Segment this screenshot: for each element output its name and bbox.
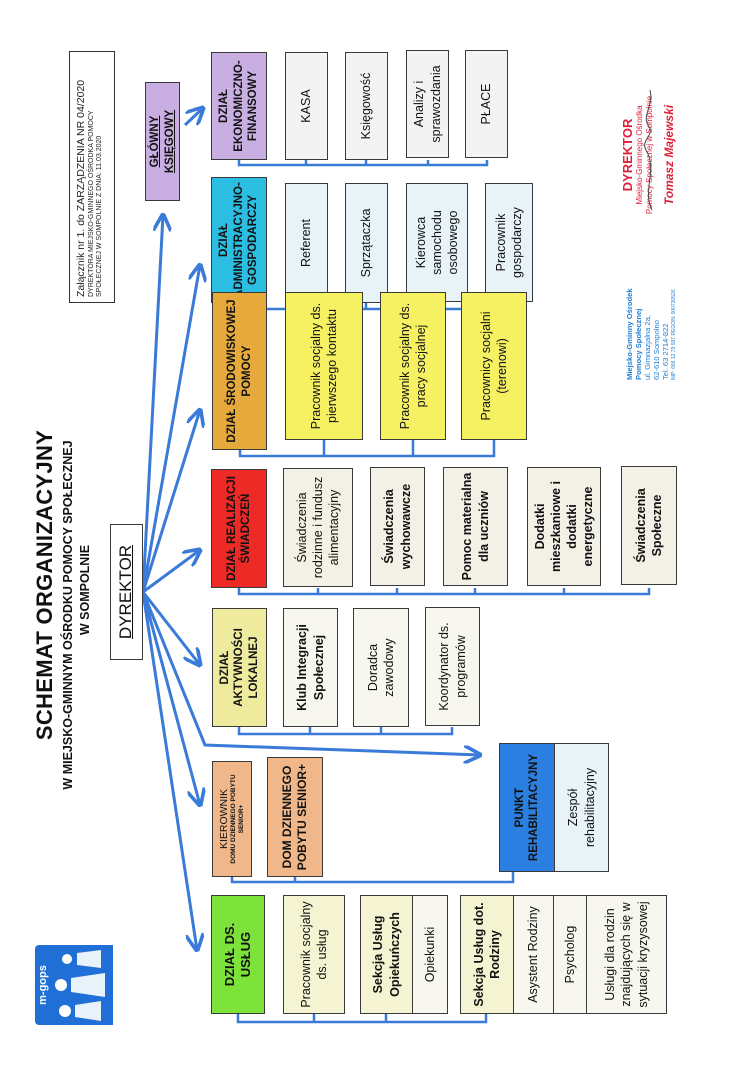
arrow-services [141, 591, 197, 950]
unit-first-contact[interactable]: Pracownik socjalny ds. pierwszego kontak… [285, 292, 363, 440]
chief-accountant-box[interactable]: GŁÓWNY KSIĘGOWY [145, 82, 180, 201]
arrow-administrative [141, 265, 200, 593]
annex-line: Załącznik nr 1. do ZARZĄDZENIA NR 04/202… [75, 79, 87, 297]
chief-accountant-label: GŁÓWNY KSIĘGOWY [149, 109, 176, 174]
senior-manager-title: KIEROWNIK [218, 788, 230, 850]
family-figures-icon [51, 945, 113, 1025]
care-section[interactable]: Sekcja Usług Opiekuńczych [360, 895, 413, 1014]
unit-accounting[interactable]: Księgowość [345, 52, 388, 160]
director-box[interactable]: DYREKTOR [110, 524, 143, 660]
unit-childcare-benefits[interactable]: Świadczenia wychowawcze [370, 467, 425, 586]
unit-payroll[interactable]: PŁACE [465, 50, 508, 158]
logo-text: m-gops [35, 945, 51, 1025]
annex-line: DYREKTORA MIEJSKO-GMINNEGO OŚRODKA POMOC… [87, 110, 95, 297]
page-subtitle: W MIEJSKO-GMINNYM OŚRODKU POMOCY SPOŁECZ… [61, 440, 75, 790]
dept-economic[interactable]: DZIAŁ EKONOMICZNO-FINANSOWY [211, 52, 267, 160]
stamp-name: Tomasz Majewski [662, 104, 677, 206]
page-title: SCHEMAT ORGANIZACYJNY [32, 429, 57, 741]
unit-analyses[interactable]: Analizy i sprawozdania [406, 50, 449, 158]
family-section[interactable]: Sekcja Usług dot. Rodziny [460, 895, 514, 1014]
director-signature-stamp: DYREKTOR Miejsko-Gminnego Ośrodka Pomocy… [620, 80, 702, 230]
arrow-local [141, 591, 200, 665]
dept-benefits[interactable]: DZIAŁ REALIZACJI ŚWIADCZEŃ [211, 469, 267, 588]
mgops-logo: m-gops [35, 945, 113, 1025]
unit-social-work[interactable]: Pracownik socjalny ds. pracy socjalnej [380, 292, 446, 440]
senior-day-center[interactable]: DOM DZIENNEGO POBYTU SENIOR+ [267, 757, 323, 877]
arrow-economic [183, 108, 203, 127]
signature-icon [644, 89, 653, 211]
office-stamp: Miejsko-Gminny Ośrodek Pomocy Społecznej… [625, 232, 696, 380]
stamp-line: Tel. 63 2714-822 [660, 323, 670, 380]
arrow-rehab [141, 591, 480, 755]
unit-caregivers[interactable]: Opiekunki [412, 895, 448, 1014]
annex-line: SPOŁECZNEJ W SOMPOLNIE Z DNIA: 11.03.202… [95, 135, 103, 297]
senior-manager-subtitle: DOMU DZIENNEGO POBYTU SENIOR+ [230, 774, 245, 864]
unit-career-advisor[interactable]: Doradca zawodowy [353, 608, 409, 727]
unit-maintenance[interactable]: Pracownik gospodarczy [485, 183, 533, 302]
unit-housing-allowance[interactable]: Dodatki mieszkaniowe i dodatki energetyc… [527, 467, 601, 586]
unit-psychologist[interactable]: Psycholog [553, 895, 587, 1014]
unit-field-workers[interactable]: Pracownicy socjalni (terenowi) [461, 292, 527, 440]
rehab-point[interactable]: PUNKT REHABILITACYJNY [499, 743, 555, 872]
unit-family-assistant[interactable]: Asystent Rodziny [513, 895, 554, 1014]
dept-services[interactable]: DZIAŁ DS. USŁUG [211, 895, 265, 1014]
dept-community[interactable]: DZIAŁ ŚRODOWISKOWEJ POMOCY [212, 292, 267, 450]
unit-services-worker[interactable]: Pracownik socjalny ds. usług [283, 895, 345, 1014]
unit-rehab-team[interactable]: Zespół rehabilitacyjny [554, 743, 609, 872]
dept-administrative[interactable]: DZIAŁ ADMINISTRACYJNO-GOSPODARCZY [211, 177, 267, 303]
page-subtitle-location: W SOMPOLNIE [78, 544, 92, 636]
unit-program-coordinator[interactable]: Koordynator ds. programów [425, 607, 480, 726]
unit-driver[interactable]: Kierowca samochodu osobowego [406, 183, 468, 302]
arrow-senior [141, 591, 200, 805]
annex-note: Załącznik nr 1. do ZARZĄDZENIA NR 04/202… [69, 51, 115, 303]
unit-social-benefits[interactable]: Świadczenia Społeczne [621, 466, 677, 585]
stamp-title: DYREKTOR [620, 118, 635, 192]
unit-integration-club[interactable]: Klub Integracji Społecznej [283, 608, 338, 727]
unit-student-aid[interactable]: Pomoc materialna dla uczniów [443, 467, 508, 586]
dept-local-activity[interactable]: DZIAŁ AKTYWNOŚCI LOKALNEJ [212, 608, 267, 727]
senior-manager-box[interactable]: KIEROWNIK DOMU DZIENNEGO POBYTU SENIOR+ [212, 761, 252, 877]
arrow-community [141, 410, 200, 593]
arrow-benefits [142, 550, 200, 594]
director-label: DYREKTOR [116, 544, 136, 640]
stamp-line: NIP: 666 12 79 597 REGON: 000730526 [670, 289, 677, 380]
arrow-chief-accountant [141, 215, 163, 593]
unit-cleaner[interactable]: Sprzątaczka [345, 183, 388, 303]
unit-crisis-services[interactable]: Usługi dla rodzin znajdujących się w syt… [586, 895, 667, 1014]
unit-family-benefits[interactable]: Świadczenia rodzinne i fundusz alimentac… [283, 468, 353, 587]
unit-cash[interactable]: KASA [285, 52, 328, 160]
unit-clerk[interactable]: Referent [285, 183, 328, 303]
